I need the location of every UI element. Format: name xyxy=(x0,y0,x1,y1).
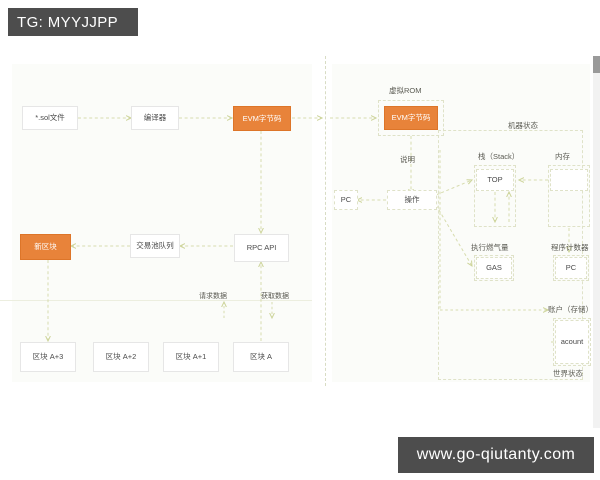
node-label: 交易池队列 xyxy=(136,241,174,250)
node-evm-bytecode[interactable]: EVM字节码 xyxy=(233,106,291,131)
node-evm-bytecode-right[interactable]: EVM字节码 xyxy=(384,106,438,130)
node-stack-top[interactable]: TOP xyxy=(476,169,514,191)
vertical-scrollbar-thumb[interactable] xyxy=(593,56,600,73)
caption-program-counter: 程序计数器 xyxy=(551,243,589,252)
node-account[interactable]: acount xyxy=(555,320,589,364)
node-label: TOP xyxy=(487,175,503,184)
node-tx-pool-queue[interactable]: 交易池队列 xyxy=(130,234,180,258)
node-block-a[interactable]: 区块 A xyxy=(233,342,289,372)
node-block-a-plus-1[interactable]: 区块 A+1 xyxy=(163,342,219,372)
group-program-counter xyxy=(553,255,589,281)
node-pc-counter[interactable]: PC xyxy=(555,257,587,279)
panel-divider-horizontal xyxy=(0,300,312,301)
node-label: PC xyxy=(565,263,577,272)
node-sol-file[interactable]: *.sol文件 xyxy=(22,106,78,130)
node-operation[interactable]: 操作 xyxy=(387,190,437,210)
edge-label-request-data: 请求数据 xyxy=(199,293,227,300)
node-compiler[interactable]: 编译器 xyxy=(131,106,179,130)
edge-label-fetch-data: 获取数据 xyxy=(261,293,289,300)
group-memory xyxy=(548,165,590,227)
node-gas[interactable]: GAS xyxy=(476,257,512,279)
caption-instruction: 说明 xyxy=(400,155,415,164)
group-virtual-rom xyxy=(378,100,444,136)
panel-divider-vertical xyxy=(325,56,326,386)
node-memory-box[interactable] xyxy=(550,169,588,191)
node-rpc-api[interactable]: RPC API xyxy=(234,234,289,262)
watermark-bottom: www.go-qiutanty.com xyxy=(398,437,594,473)
caption-memory: 内存 xyxy=(555,152,570,161)
group-gas xyxy=(474,255,514,281)
node-block-a-plus-2[interactable]: 区块 A+2 xyxy=(93,342,149,372)
node-label: EVM字节码 xyxy=(391,113,431,122)
node-label: *.sol文件 xyxy=(35,113,65,122)
node-label: 区块 A+3 xyxy=(32,352,64,361)
node-label: 编译器 xyxy=(143,113,167,122)
caption-machine-state: 机器状态 xyxy=(508,121,538,130)
node-label: 区块 A+1 xyxy=(175,352,207,361)
watermark-top: TG: MYYJJPP xyxy=(8,8,138,36)
caption-virtual-rom: 虚拟ROM xyxy=(389,86,422,95)
node-new-block[interactable]: 新区块 xyxy=(20,234,71,260)
node-label: EVM字节码 xyxy=(242,113,282,123)
node-label: RPC API xyxy=(246,243,277,252)
node-label: GAS xyxy=(486,263,502,272)
caption-account-storage: 账户（存储） xyxy=(548,305,593,314)
node-label: acount xyxy=(560,337,584,346)
node-label: PC xyxy=(340,195,352,204)
node-block-a-plus-3[interactable]: 区块 A+3 xyxy=(20,342,76,372)
caption-gas-consumed: 执行燃气量 xyxy=(471,243,509,252)
caption-world-state: 世界状态 xyxy=(553,369,583,378)
node-label: 区块 A+2 xyxy=(105,352,137,361)
node-label: 操作 xyxy=(404,195,420,204)
node-label: 区块 A xyxy=(249,352,273,361)
node-label: 新区块 xyxy=(34,242,57,251)
caption-stack: 栈（Stack） xyxy=(478,152,520,161)
node-pc-left[interactable]: PC xyxy=(334,190,358,210)
vertical-scrollbar-track[interactable] xyxy=(593,56,600,428)
group-stack xyxy=(474,165,516,227)
